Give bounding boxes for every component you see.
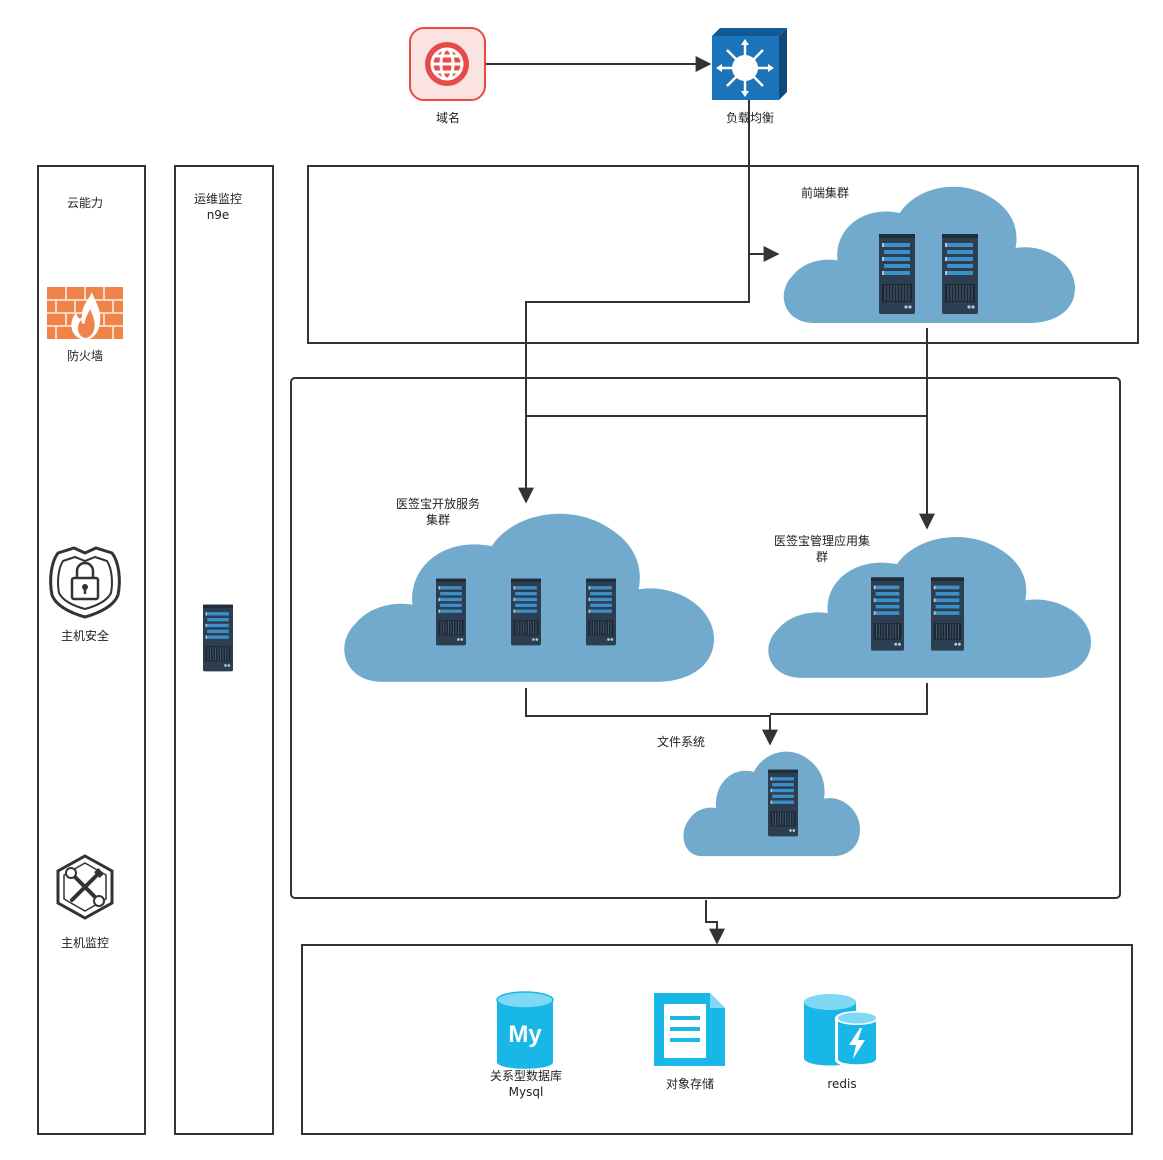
network-switch-icon	[712, 28, 787, 100]
object-storage-label: 对象存储	[665, 1077, 714, 1091]
file-system-label: 文件系统	[656, 735, 705, 749]
load-balancer-label: 负载均衡	[725, 111, 774, 125]
edge-open-service-to-file	[525, 688, 778, 746]
open-service-cluster-label: 医签宝开放服务	[395, 497, 480, 511]
firewall-label: 防火墙	[66, 349, 103, 363]
ops-monitor-title: 运维监控	[193, 192, 242, 206]
server-icon	[871, 576, 904, 652]
storage-container	[301, 944, 1133, 1135]
document-storage-icon	[654, 993, 725, 1066]
mysql-database-icon: My	[496, 991, 554, 1069]
admin-cluster-label-2: 群	[815, 550, 828, 564]
shield-lock-icon	[49, 546, 121, 619]
edge-backend-to-storage	[705, 900, 725, 945]
globe-icon	[409, 27, 486, 101]
host-security-label: 主机安全	[60, 629, 109, 643]
server-icon	[436, 578, 466, 646]
server-icon	[203, 604, 233, 672]
firewall-icon	[47, 287, 123, 340]
server-icon	[511, 578, 541, 646]
frontend-cloud	[783, 186, 1075, 323]
ops-monitor-panel	[174, 165, 274, 1135]
server-icon	[879, 234, 915, 314]
cloud-capability-panel	[37, 165, 146, 1135]
server-icon	[942, 234, 978, 314]
mysql-logo-text: My	[508, 1021, 542, 1048]
frontend-cluster-label: 前端集群	[800, 186, 849, 200]
backend-container	[290, 377, 1121, 899]
cloud-capability-title: 云能力	[66, 196, 103, 210]
admin-cluster-label: 医签宝管理应用集	[773, 534, 870, 548]
domain-label: 域名	[435, 111, 460, 125]
host-monitor-label: 主机监控	[60, 936, 109, 950]
mysql-label-2: Mysql	[508, 1085, 544, 1099]
mysql-label: 关系型数据库	[489, 1069, 562, 1083]
ops-monitor-subtitle: n9e	[206, 208, 230, 222]
edge-lb-to-open-service	[518, 254, 750, 504]
open-service-cloud	[344, 513, 714, 682]
frontend-container	[307, 165, 1139, 344]
server-icon	[586, 578, 616, 646]
file-system-cloud	[683, 751, 860, 857]
server-icon	[931, 576, 964, 652]
redis-cache-icon	[804, 994, 879, 1067]
connectors	[486, 56, 935, 945]
server-icon	[768, 769, 798, 837]
open-service-cluster-label-2: 集群	[425, 513, 450, 527]
tools-icon	[56, 854, 114, 920]
edge-admin-to-file	[770, 683, 928, 715]
redis-label: redis	[827, 1077, 857, 1091]
